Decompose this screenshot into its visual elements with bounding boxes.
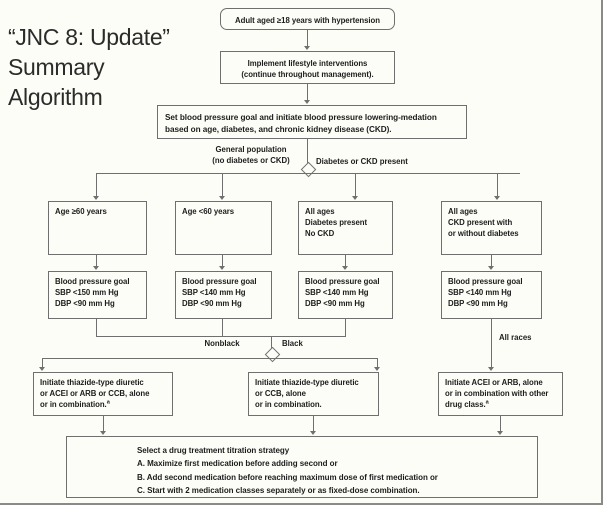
arrow-treat2 [374,367,380,371]
arrow-goal2 [219,266,225,270]
treatment-nonblack-text: Initiate thiazide-type diuretic or ACEI … [40,378,150,410]
connector-pop2-to-goal2 [222,255,223,267]
edge-label-nonblack: Nonblack [204,339,240,348]
connector-treat1-to-strategy [103,416,104,432]
node-population-age-60-plus: Age ≥60 years [48,201,147,255]
connector-goal1-down [96,319,97,336]
node-strategy: Select a drug treatment titration strate… [66,436,538,498]
arrow-pop1 [93,196,99,200]
node-treatment-all-races: Initiate ACEI or ARB, alone or in combin… [438,372,563,416]
connector-start-to-lifestyle [307,30,308,47]
node-bp-goal-2: Blood pressure goal SBP <140 mm Hg DBP <… [175,271,272,319]
decision-diamond-race [264,346,281,363]
treatment-all-races-text: Initiate ACEI or ARB, alone or in combin… [445,378,549,410]
node-population-diabetes: All ages Diabetes present No CKD [298,201,393,255]
connector-drop-pop4 [497,173,498,197]
connector-treat3-to-strategy [500,416,501,432]
node-lifestyle: Implement lifestyle interventions (conti… [220,51,395,84]
node-population-age-under-60: Age <60 years [175,201,272,255]
arrow-goal3 [342,266,348,270]
connector-goal4-to-treat3 [491,319,492,368]
arrow-strategy-1 [100,431,106,435]
connector-pop1-to-goal1 [96,255,97,267]
connector-pop4-to-goal4 [491,255,492,267]
arrow-pop4 [494,196,500,200]
arrow-pop2 [219,196,225,200]
connector-drop-treat1 [42,358,43,368]
arrow-strategy-3 [497,431,503,435]
treatment-black-text: Initiate thiazide-type diuretic or CCB, … [255,378,359,410]
arrow-treat1 [39,367,45,371]
connector-drop-pop3 [355,173,356,197]
edge-label-general-population: General population (no diabetes or CKD) [212,145,290,165]
connector-bar-population [96,173,520,174]
page-title: “JNC 8: Update” Summary Algorithm [8,24,170,110]
connector-goal3-down [345,319,346,336]
connector-pop3-to-goal3 [345,255,346,267]
connector-setgoal-to-diamond [307,139,308,169]
arrow-treat3 [488,367,494,371]
node-bp-goal-1: Blood pressure goal SBP <150 mm Hg DBP <… [48,271,147,319]
connector-merge-to-race-diamond [271,336,272,350]
node-treatment-nonblack: Initiate thiazide-type diuretic or ACEI … [33,372,173,416]
node-population-ckd: All ages CKD present with or without dia… [441,201,542,255]
arrow-lifestyle-to-setgoal [304,100,310,104]
node-bp-goal-4: Blood pressure goal SBP <140 mm Hg DBP <… [441,271,542,319]
connector-drop-treat2 [377,358,378,368]
footnote-marker-a: a [106,399,110,406]
edge-label-all-races: All races [499,333,532,342]
node-set-goal: Set blood pressure goal and initiate blo… [157,105,467,139]
connector-drop-pop1 [96,173,97,197]
connector-merge-bar-race [96,336,346,337]
arrow-start-to-lifestyle [304,46,310,50]
connector-treat2-to-strategy [313,416,314,432]
node-bp-goal-3: Blood pressure goal SBP <140 mm Hg DBP <… [298,271,393,319]
footnote-marker-a-2: a [485,399,489,406]
node-treatment-black: Initiate thiazide-type diuretic or CCB, … [248,372,379,416]
arrow-strategy-2 [310,431,316,435]
edge-label-black: Black [282,339,303,348]
connector-bar-race [42,358,377,359]
edge-label-diabetes-ckd: Diabetes or CKD present [316,157,408,166]
arrow-goal4 [488,266,494,270]
node-start: Adult aged ≥18 years with hypertension [220,8,395,30]
connector-goal2-down [222,319,223,336]
arrow-pop3 [352,196,358,200]
arrow-goal1 [93,266,99,270]
connector-lifestyle-to-setgoal [307,84,308,101]
connector-drop-pop2 [222,173,223,197]
